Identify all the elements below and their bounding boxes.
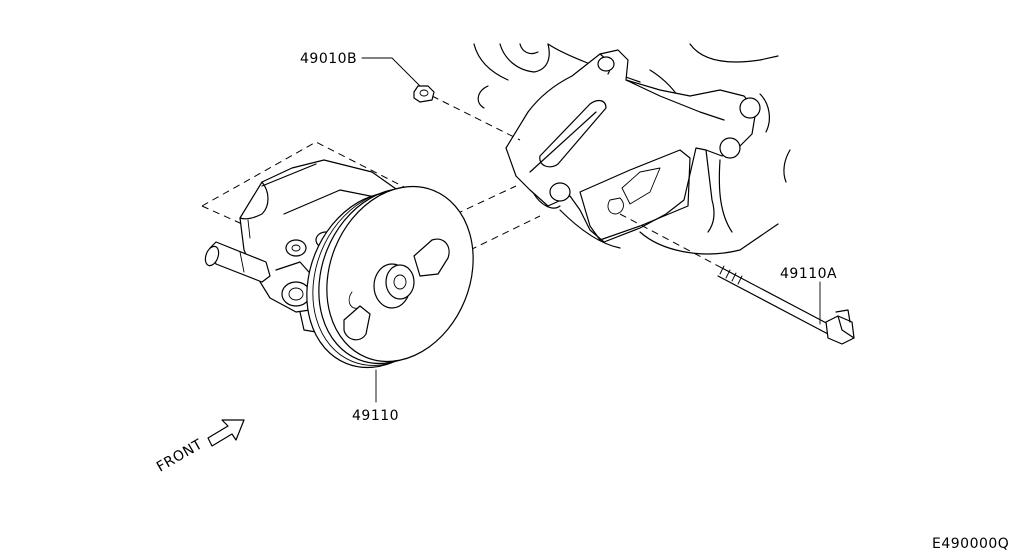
callout-bolt-49110a: 49110A [780,266,837,282]
power-steering-pump-body [204,159,407,333]
pump-bracket [505,49,761,243]
bolt-49110a [717,265,855,345]
front-arrow-icon [207,419,245,447]
callout-nut-49010b: 49010B [300,51,357,67]
front-label: FRONT [154,436,206,475]
nut-49010b [413,85,435,103]
pump-pulley [306,185,474,369]
front-indicator: FRONT [154,419,245,475]
figure-code: E490000Q [932,536,1009,552]
callout-leaders [361,57,821,403]
callout-pump-49110: 49110 [352,408,399,424]
engine-block-outline [473,43,791,255]
